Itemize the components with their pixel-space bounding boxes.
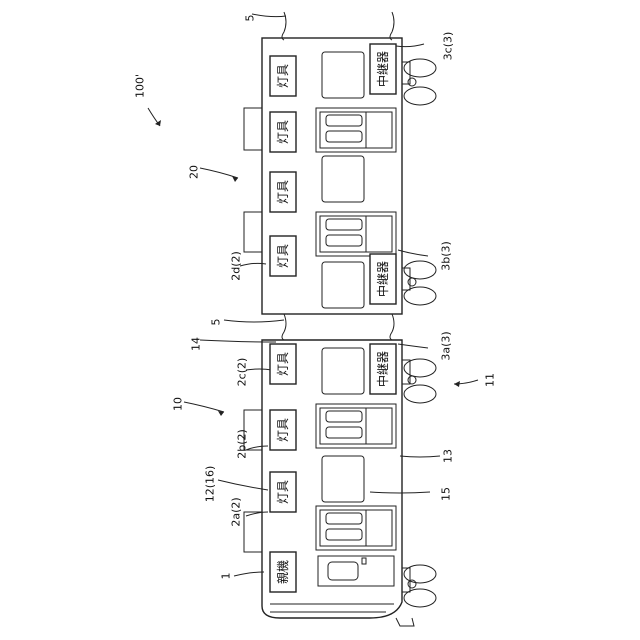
reference-label-ref-5-mid: 5: [210, 319, 223, 326]
reference-label-ref-20: 20: [188, 165, 201, 179]
car-10-bogie-top: [402, 359, 436, 403]
reference-label-ref-3a: 3a(3): [440, 331, 453, 360]
component-label: 灯具: [276, 64, 290, 88]
car-20-bogie-top: [402, 59, 436, 105]
reference-label-ref-100: 100': [134, 74, 147, 98]
component-lamp-2b: 灯具: [270, 410, 296, 450]
train-structure: [148, 12, 478, 626]
component-lamp-car20-1: 灯具: [270, 56, 296, 96]
reference-label-ref-10: 10: [172, 397, 185, 411]
component-label: 灯具: [276, 120, 290, 144]
component-label: 中継器: [375, 51, 390, 87]
component-label: 親機: [275, 560, 290, 584]
component-label: 中継器: [375, 261, 390, 297]
component-label: 灯具: [276, 244, 290, 268]
reference-label-ref-3b: 3b(3): [440, 241, 453, 271]
reference-label-ref-2d: 2d(2): [230, 251, 243, 281]
component-lamp-car20-2: 灯具: [270, 112, 296, 152]
reference-label-ref-3c: 3c(3): [442, 32, 455, 61]
reference-label-ref-2c: 2c(2): [236, 358, 249, 387]
component-lamp-2c: 灯具: [270, 344, 296, 384]
component-label: 灯具: [276, 180, 290, 204]
component-lamp-2a: 灯具: [270, 472, 296, 512]
car-20-bogie-bottom: [402, 261, 436, 305]
component-repeater-3a: 中継器: [370, 344, 396, 394]
component-label: 灯具: [276, 480, 290, 504]
component-repeater-3b: 中継器: [370, 254, 396, 304]
reference-label-ref-2a: 2a(2): [230, 497, 243, 526]
reference-label-ref-14: 14: [190, 337, 203, 351]
component-lamp-car20-3: 灯具: [270, 172, 296, 212]
reference-label-ref-12: 12(16): [204, 466, 217, 503]
reference-label-ref-5-top: 5: [244, 15, 257, 22]
reference-label-ref-15: 15: [440, 487, 453, 501]
component-lamp-2d: 灯具: [270, 236, 296, 276]
component-label: 中継器: [375, 351, 390, 387]
reference-label-ref-1: 1: [220, 573, 233, 580]
reference-label-ref-11: 11: [484, 373, 497, 387]
component-master-1: 親機: [270, 552, 296, 592]
component-repeater-3c: 中継器: [370, 44, 396, 94]
component-label: 灯具: [276, 352, 290, 376]
reference-label-ref-13: 13: [442, 449, 455, 463]
reference-label-ref-2b: 2b(2): [236, 429, 249, 459]
component-label: 灯具: [276, 418, 290, 442]
